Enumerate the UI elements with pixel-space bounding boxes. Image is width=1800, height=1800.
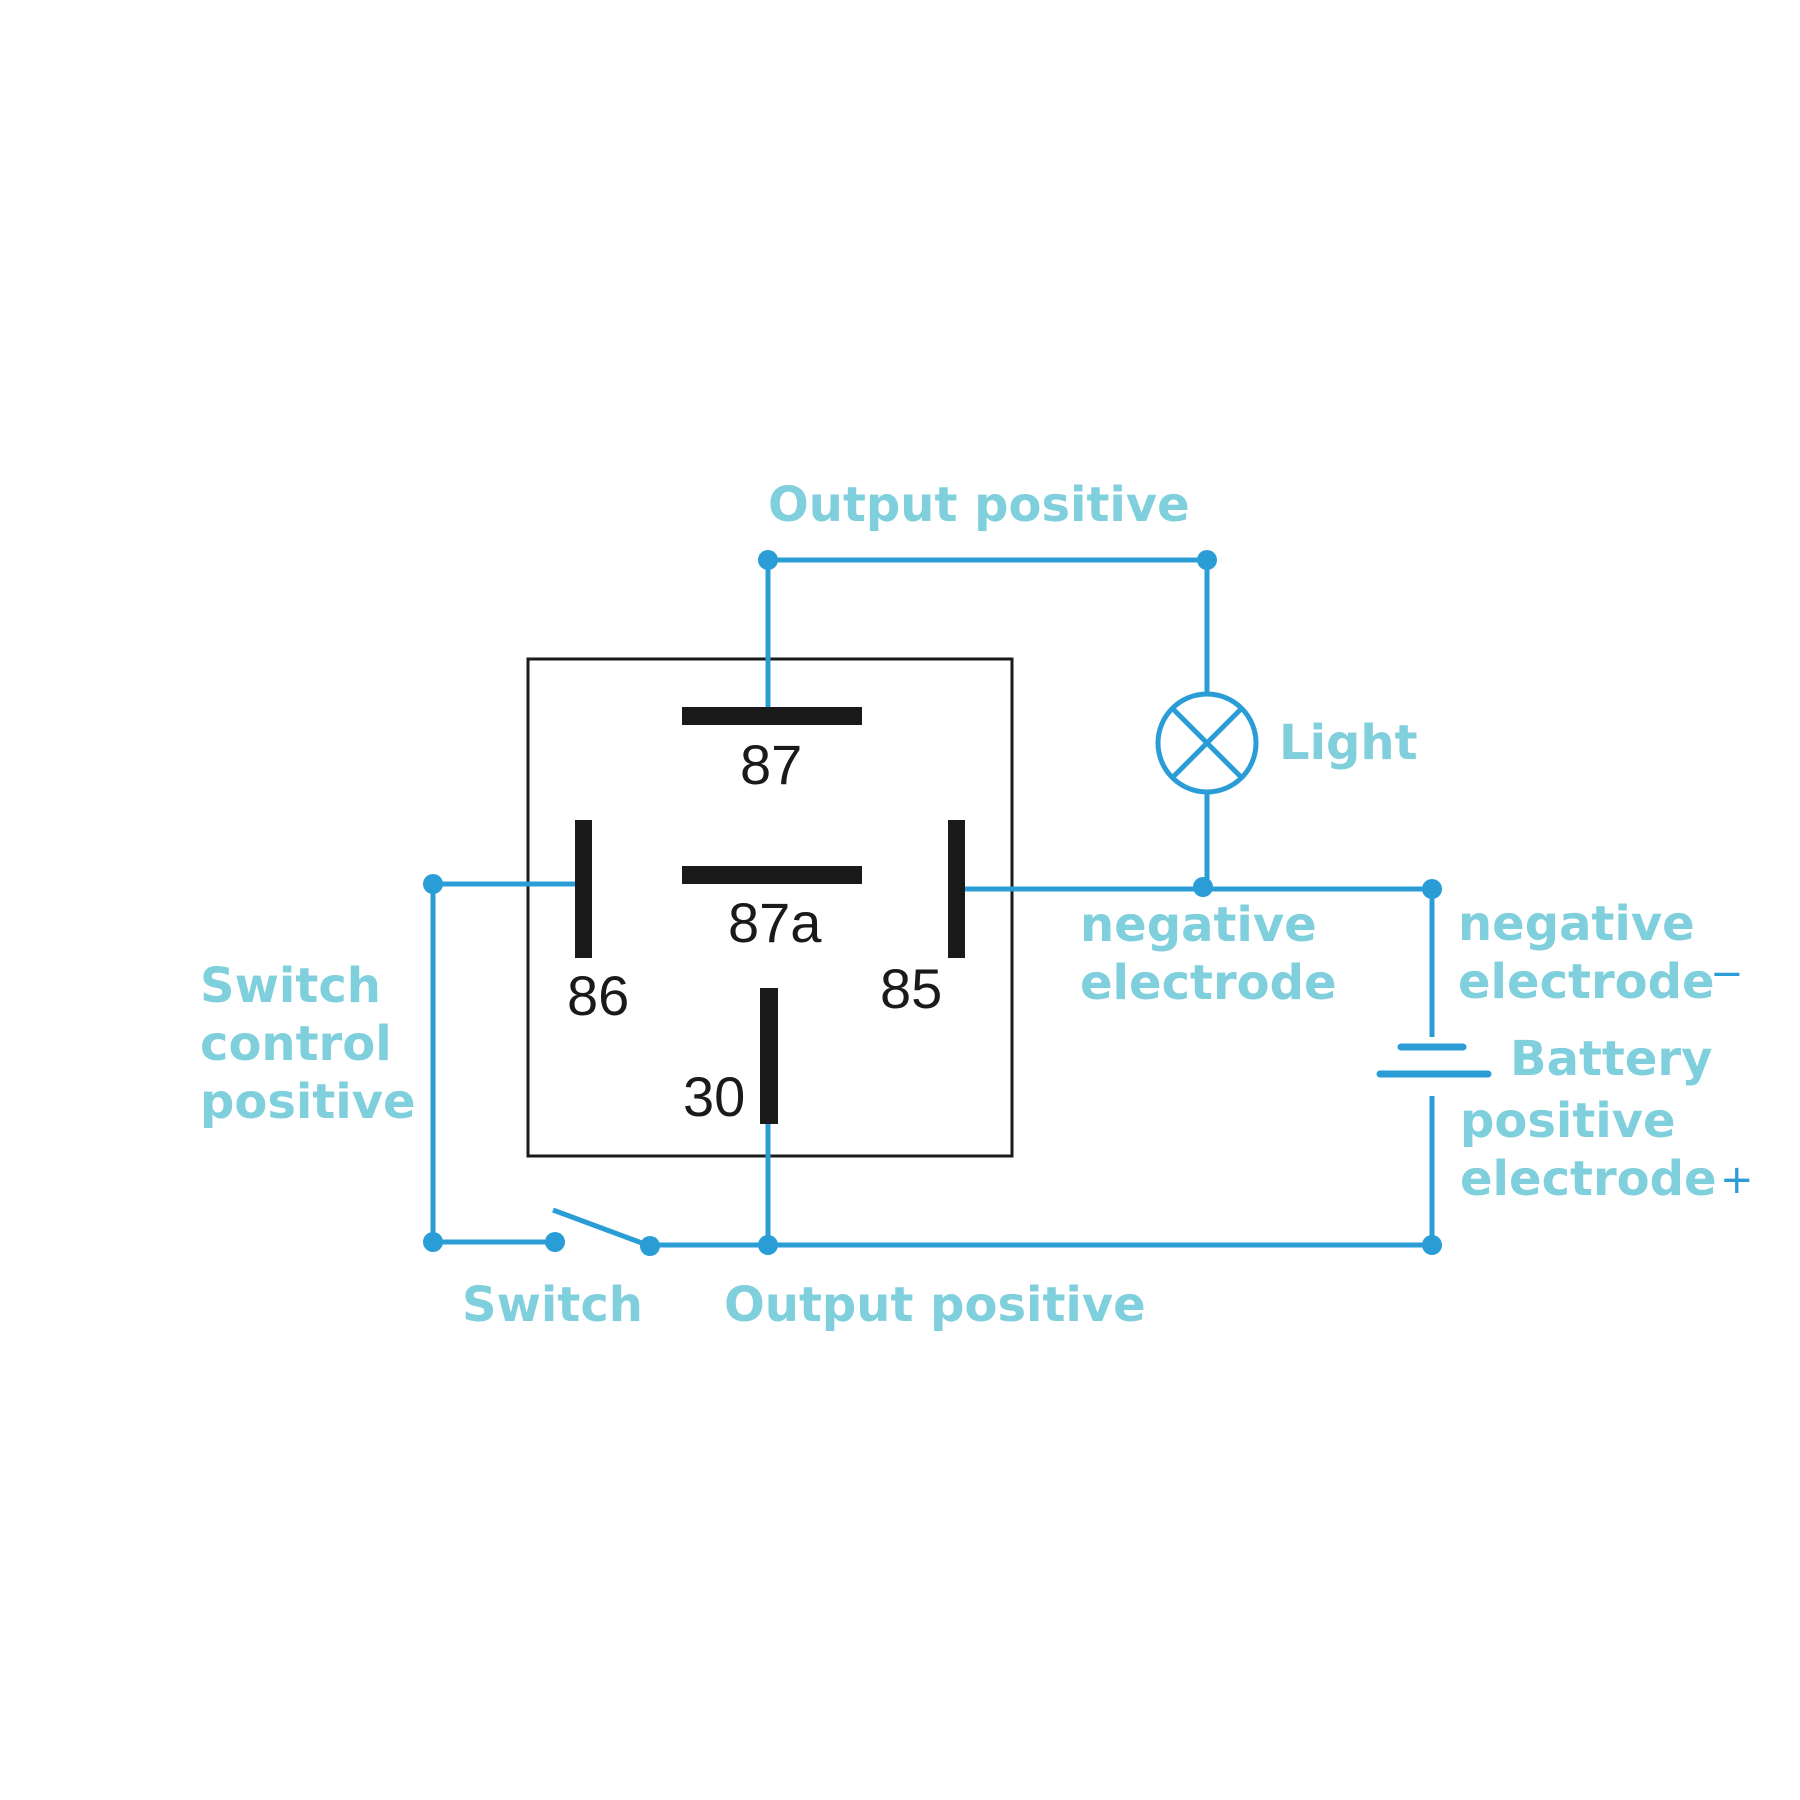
pin-85-label: 85: [880, 957, 942, 1020]
battery-label: Battery: [1510, 1031, 1712, 1087]
junction-dot: [1197, 550, 1217, 570]
negative-electrode-mid-line-2: electrode: [1080, 955, 1337, 1011]
switch-control-positive-label: Switch control positive: [200, 958, 416, 1130]
terminal-87a: [682, 866, 862, 884]
positive-electrode-line-1: positive: [1460, 1093, 1676, 1149]
positive-electrode-label: positive electrode: [1460, 1093, 1717, 1207]
wire-86-to-switch: [430, 881, 577, 1245]
pin-87-label: 87: [740, 733, 802, 796]
plus-sign: +: [1720, 1157, 1754, 1203]
wire-output-positive-top: [765, 557, 1210, 712]
pin-87a-label: 87a: [728, 891, 822, 954]
pin-86-label: 86: [567, 964, 629, 1027]
junction-dot: [1193, 877, 1213, 897]
minus-sign: −: [1710, 951, 1744, 997]
junction-dot: [423, 874, 443, 894]
negative-electrode-mid-line-1: negative: [1080, 897, 1317, 953]
junction-dot: [758, 1235, 778, 1255]
junction-dot: [1422, 1235, 1442, 1255]
terminal-30: [760, 988, 778, 1124]
battery-icon: [1376, 1043, 1492, 1078]
negative-electrode-right-line-1: negative: [1458, 896, 1695, 952]
output-positive-bottom-label: Output positive: [724, 1277, 1146, 1333]
switch-label: Switch: [462, 1277, 643, 1333]
negative-electrode-right-line-2: electrode: [1458, 954, 1715, 1010]
negative-electrode-right-label: negative electrode: [1458, 896, 1715, 1010]
junction-dot: [1422, 879, 1442, 899]
positive-electrode-line-2: electrode: [1460, 1151, 1717, 1207]
pin-30-label: 30: [683, 1065, 745, 1128]
negative-electrode-mid-label: negative electrode: [1080, 897, 1337, 1011]
terminal-85: [948, 820, 965, 958]
switch-control-positive-line-3: positive: [200, 1074, 416, 1130]
light-label: Light: [1279, 715, 1418, 771]
junction-dot: [758, 550, 778, 570]
output-positive-top-label: Output positive: [768, 477, 1190, 533]
junction-dot: [640, 1236, 660, 1256]
switch-icon: [552, 1207, 651, 1249]
switch-control-positive-line-1: Switch: [200, 958, 381, 1014]
relay-terminals: [575, 707, 965, 1124]
switch-control-positive-line-2: control: [200, 1016, 392, 1072]
junction-dots: [423, 550, 1442, 1256]
lamp-icon: [1155, 691, 1259, 795]
junction-dot: [423, 1232, 443, 1252]
junction-dot: [545, 1232, 565, 1252]
terminal-87: [682, 707, 862, 725]
terminal-86: [575, 820, 592, 958]
